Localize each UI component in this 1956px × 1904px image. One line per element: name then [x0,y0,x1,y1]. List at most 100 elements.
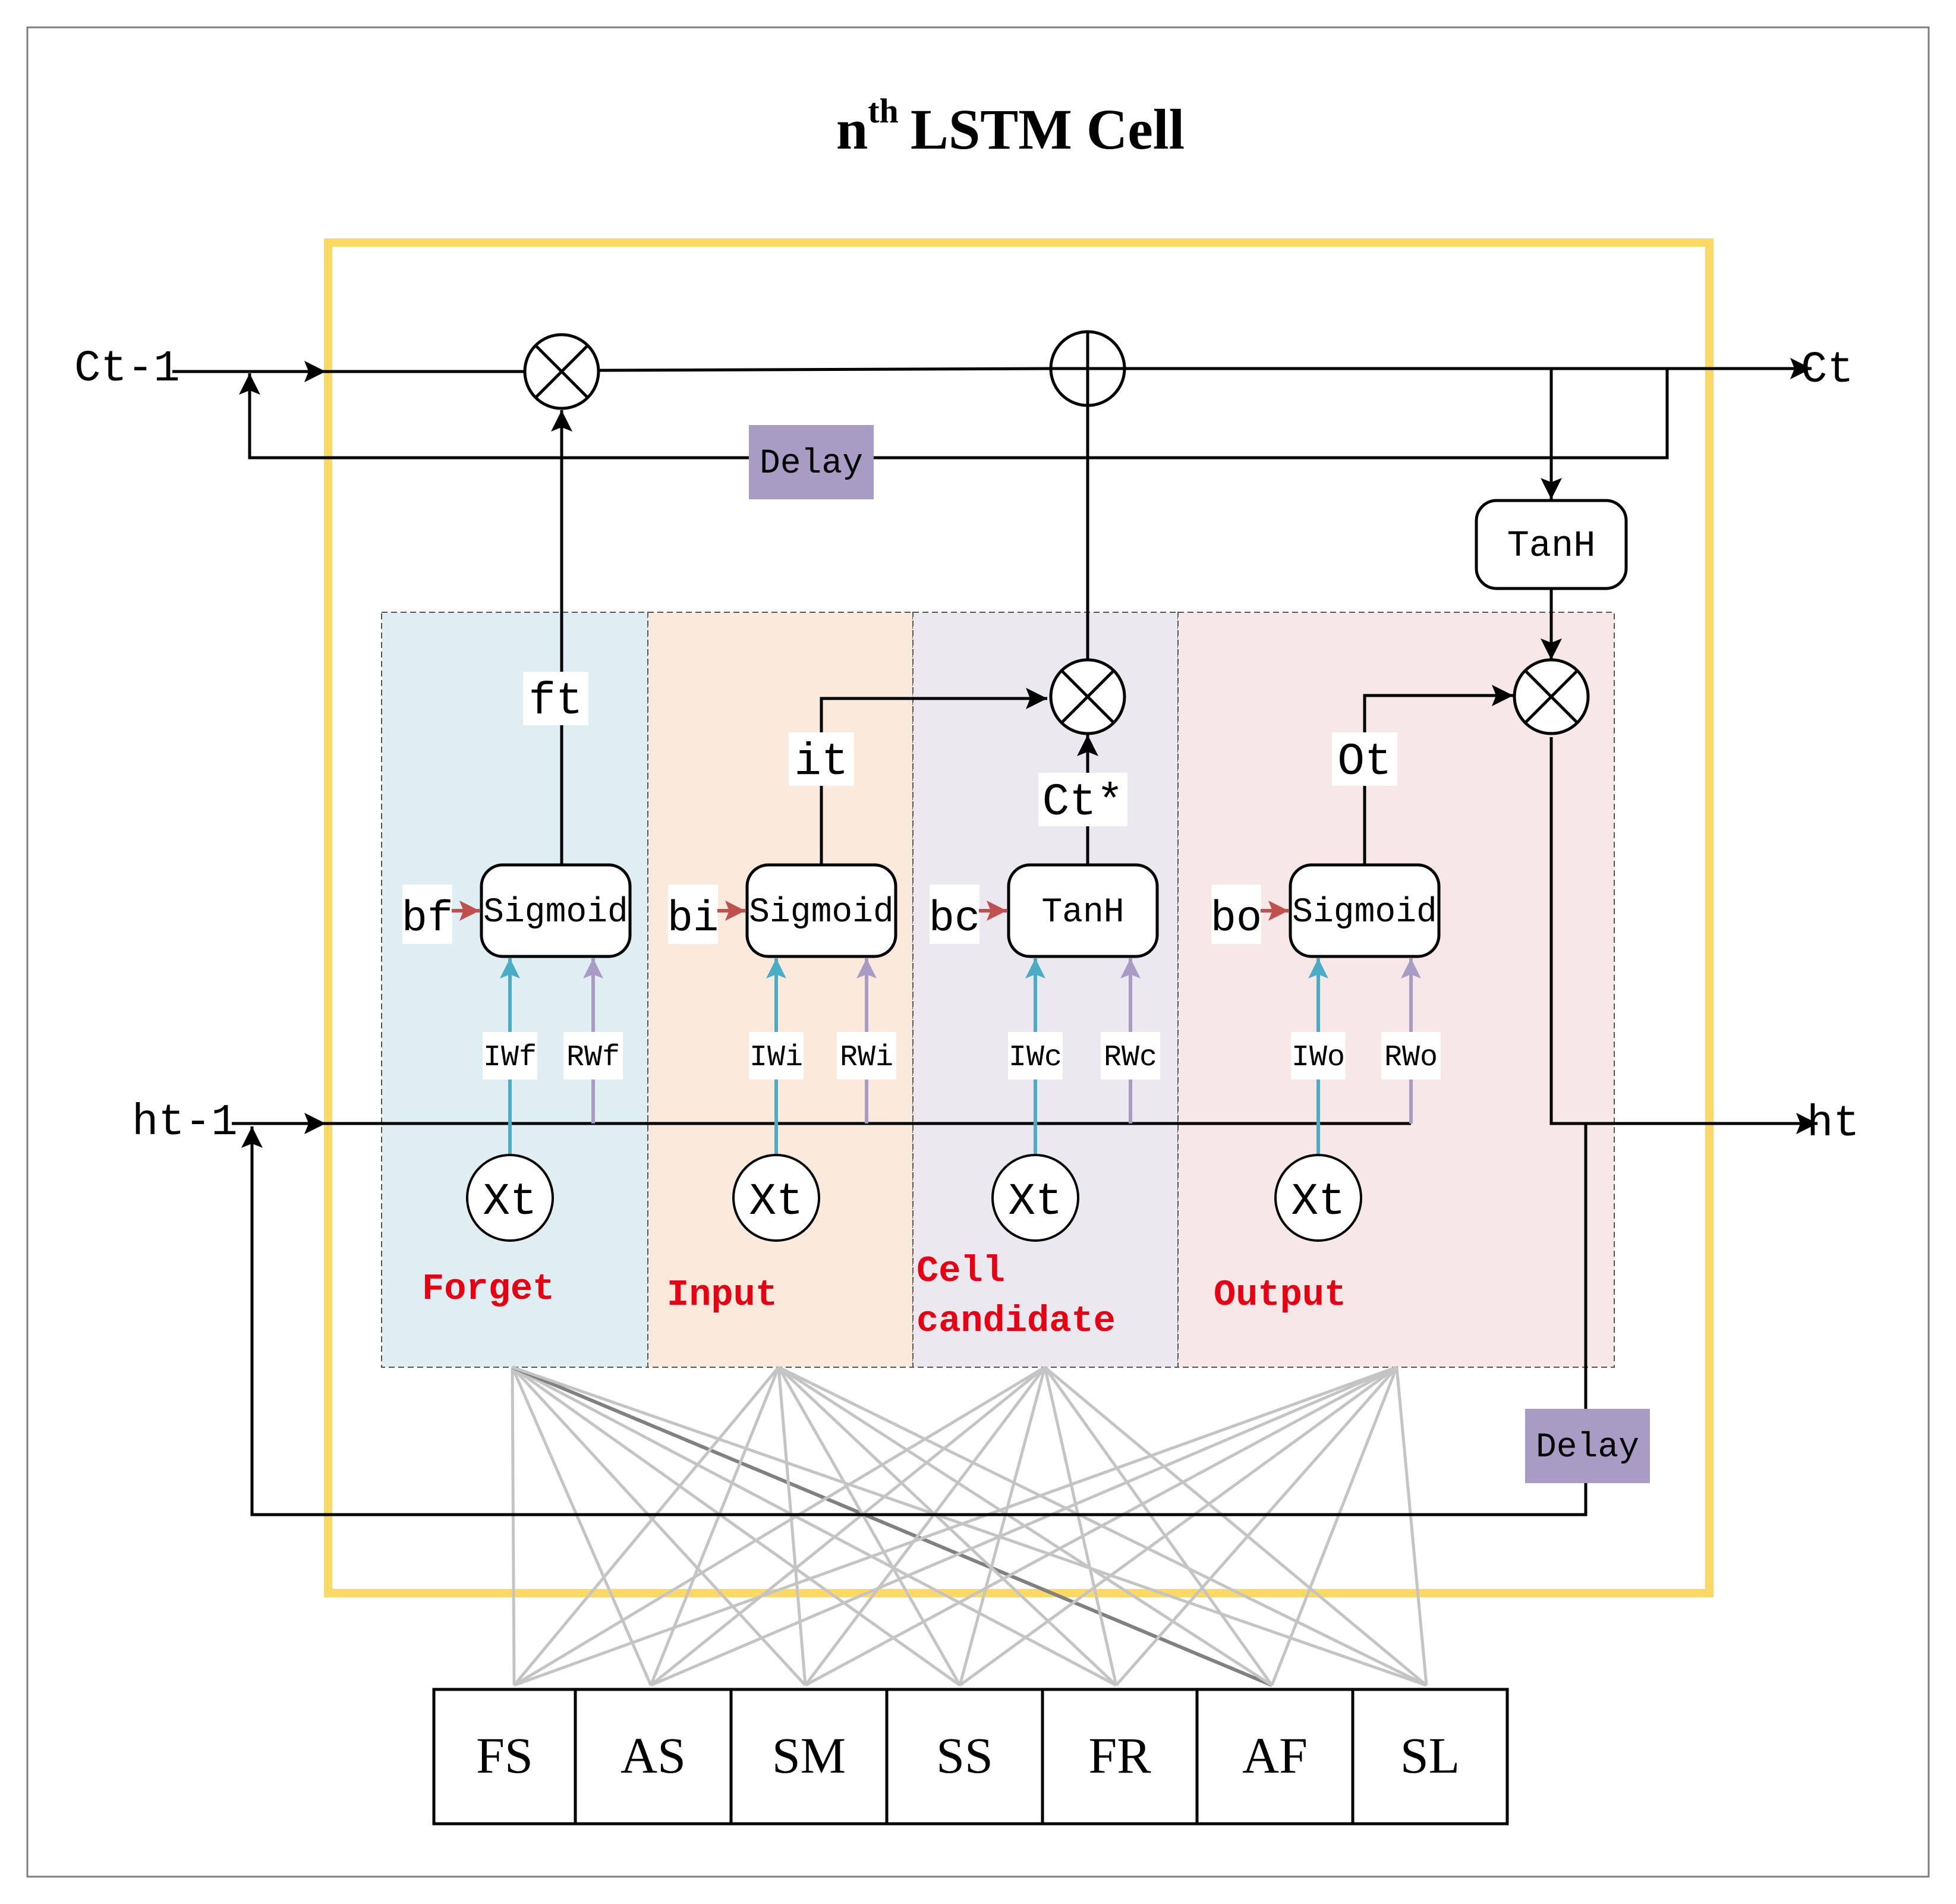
hidden-delay-box: Delay [1525,1409,1650,1483]
forget-recurrent-weight-label: RWf [566,1041,620,1075]
feature-connection-line [513,1365,1046,1687]
input-bias-bg [668,885,718,944]
feature-connection-line [804,1365,1398,1687]
feature-connection-line [777,1367,807,1686]
feature-connection-line [959,1365,1398,1687]
input-output-label-bg [789,732,854,786]
cell-input-label: Xt [1008,1176,1062,1228]
output-bias-bg [1211,885,1261,944]
feature-label: AF [1242,1727,1308,1784]
feature-connection-line [513,1366,780,1686]
feature-connection-line [804,1366,1046,1686]
input-input-weight-bg [749,1032,804,1080]
diagram-title: nth LSTM Cell [836,92,1185,161]
feature-connection-line [1043,1366,1274,1686]
feature-box-as [574,1688,733,1826]
cell-output-label-bg [1038,773,1127,826]
feature-connection-line [1270,1367,1399,1686]
feature-connection-line [511,1367,516,1686]
feature-connection-line [1115,1366,1398,1686]
title-superscript: th [868,92,899,130]
feature-connection-line [511,1365,1273,1687]
input-gate-name: Input [667,1274,777,1316]
title-prefix: n [836,97,868,161]
output-bias-label: bo [1211,895,1262,943]
output-tanh-box: TanH [1475,499,1628,590]
input-input-weight-label: IWi [749,1041,803,1075]
cell-activation-box [1007,863,1159,958]
feature-connection-line [777,1366,962,1686]
output-recurrent-weight-label: RWo [1384,1041,1438,1075]
forget-recurrent-weight-bg [563,1032,623,1080]
feature-connection-line [511,1365,961,1687]
cell-delay-box: Delay [749,425,874,499]
title-main: LSTM Cell [911,97,1185,161]
feature-box-fr [1041,1688,1199,1826]
cell-state-path [172,358,1818,1516]
output-activation-label: Sigmoid [1292,893,1437,932]
feature-connections [511,1365,1428,1687]
feature-connection-line [511,1367,653,1686]
feature-label: SS [936,1727,993,1784]
output-recurrent-weight-bg [1381,1032,1441,1080]
feature-connection-line [511,1365,1117,1687]
svg-text:Delay: Delay [760,445,863,483]
feature-label: SM [772,1727,846,1784]
input-input-node [732,1154,820,1242]
cell-output-label: Ct* [1042,777,1124,828]
feature-connection-line [514,1365,1397,1687]
input-activation-box [745,863,897,958]
feature-connection-line [650,1366,1046,1686]
feature-label: FS [476,1727,533,1784]
output-output-label-bg [1332,732,1397,786]
forget-input-weight-bg [483,1032,537,1080]
forget-input-weight-label: IWf [483,1041,537,1075]
forget-bias-bg [402,885,452,944]
feature-box-sm [729,1688,889,1826]
feature-box-fs [432,1688,577,1826]
forget-gate-name: Forget [422,1268,555,1310]
output-multiply-operator [1513,658,1590,735]
feature-label: AS [620,1727,686,1784]
forget-output-label: ft [528,676,582,727]
output-input-weight-label: IWo [1292,1041,1345,1075]
feature-box-sl [1351,1688,1509,1826]
feature-label: SL [1400,1727,1460,1784]
cell-recurrent-weight-bg [1101,1032,1160,1080]
feature-connection-line [511,1366,807,1686]
feature-connection-line [650,1365,1397,1687]
output-activation-box [1289,863,1441,958]
c-prev-label: Ct-1 [74,344,180,394]
input-recurrent-weight-label: RWi [840,1041,893,1075]
feature-connection-line [1044,1366,1428,1686]
forget-input-node [466,1154,554,1242]
h-prev-label: ht-1 [132,1098,238,1148]
output-input-node [1274,1154,1362,1242]
feature-connection-line [777,1366,1117,1686]
input-activation-label: Sigmoid [749,893,894,932]
forget-activation-label: Sigmoid [483,893,628,932]
feature-connection-line [958,1367,1047,1686]
outer-border [26,26,1930,1878]
forget-gate-panel [381,612,648,1368]
forget-bias-label: bf [402,895,453,943]
input-input-label: Xt [749,1176,803,1228]
feature-connection-line [1395,1367,1428,1686]
feature-connection-line [649,1367,780,1686]
output-output-label: Ot [1337,737,1391,788]
feature-label: FR [1088,1727,1151,1784]
c-out-label: Ct [1801,345,1854,395]
svg-text:TanH: TanH [1507,525,1596,567]
forget-output-label-bg [523,672,588,725]
h-out-label: ht [1807,1099,1860,1149]
cell-input-weight-bg [1008,1032,1063,1080]
feature-boxes: FS AS SM SS FR AF SL [432,1688,1509,1826]
feature-connection-line [512,1365,1427,1687]
